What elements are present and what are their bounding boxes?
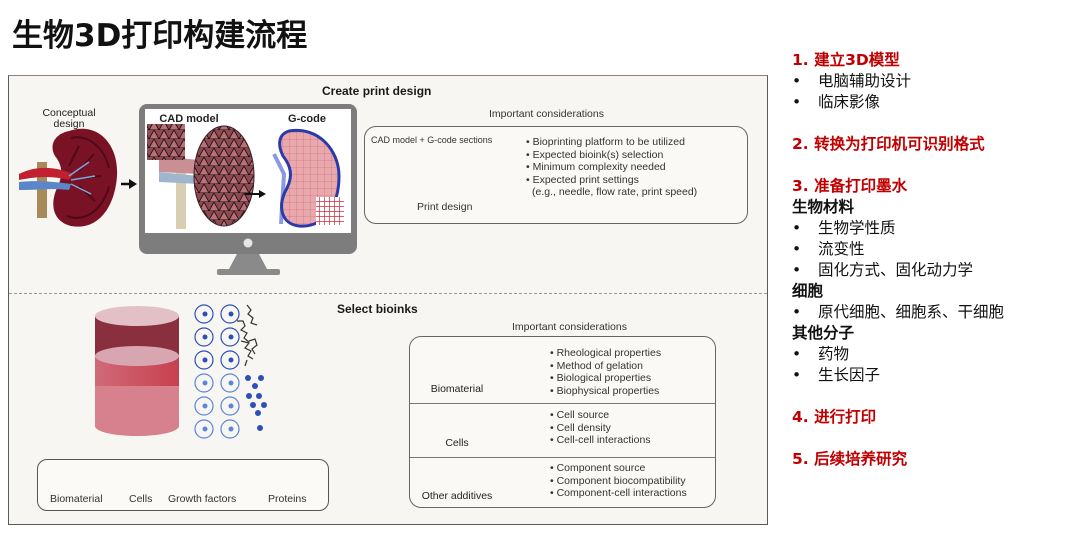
consideration-item: • Expected print settings [526, 173, 639, 186]
growth-factors-illustration [245, 375, 267, 431]
cell-icon [220, 327, 240, 347]
bioink-considerations-title: Important considerations [512, 321, 627, 333]
cell-icon [220, 373, 240, 393]
legend-growth-factors: Growth factors [168, 493, 237, 505]
cell-nucleus [202, 380, 208, 386]
consideration-item: • Cell source [550, 409, 610, 421]
biomaterial-considerations: • Rheological properties • Method of gel… [550, 347, 661, 397]
step-heading: 5. 后续培养研究 [792, 450, 908, 468]
bioink-cylinder-illustration [95, 306, 179, 436]
figure-svg [19, 104, 497, 497]
spacer [792, 155, 1080, 176]
conceptual-kidney-illustration [19, 128, 118, 227]
cell-nucleus [202, 311, 208, 317]
consideration-item: • Biological properties [550, 372, 652, 384]
cell-icon [194, 350, 214, 370]
cells-illustration [194, 304, 240, 439]
cell-icon [220, 350, 240, 370]
cell-nucleus [202, 357, 208, 363]
spacer [792, 386, 1080, 407]
step-heading: 4. 进行打印 [792, 408, 877, 426]
print-considerations-box: CAD model + G-code sections Print design… [364, 126, 748, 224]
consideration-item: (e.g., needle, flow rate, print speed) [532, 186, 698, 198]
cell-nucleus [228, 403, 234, 409]
step-heading: 3. 准备打印墨水 [792, 177, 908, 195]
bullet-item: 流变性 [792, 239, 1080, 260]
subheading: 生物材料 [792, 198, 855, 216]
cell-nucleus [228, 380, 234, 386]
process-steps-panel: 1. 建立3D模型电脑辅助设计临床影像 2. 转换为打印机可识别格式 3. 准备打印… [792, 50, 1080, 470]
cell-icon [194, 373, 214, 393]
bullet-item: 电脑辅助设计 [792, 71, 1080, 92]
legend-cells: Cells [129, 493, 153, 505]
table-row-divider [410, 457, 715, 458]
select-bioinks-title: Select bioinks [337, 302, 418, 316]
legend-biomaterial: Biomaterial [50, 493, 103, 505]
consideration-item: • Expected bioink(s) selection [526, 148, 664, 161]
cell-nucleus [202, 426, 208, 432]
consideration-item: • Component biocompatibility [550, 474, 686, 487]
step-heading: 2. 转换为打印机可识别格式 [792, 135, 985, 153]
bioink-considerations-table: Biomaterial • Rheological properties • M… [409, 336, 716, 508]
cell-icon [194, 304, 214, 324]
conceptual-design-label: Conceptual design [42, 107, 96, 130]
cell-icon [220, 396, 240, 416]
print-considerations-list: • Bioprinting platform to be utilized • … [526, 136, 697, 199]
subheading: 其他分子 [792, 324, 855, 342]
cell-nucleus [228, 426, 234, 432]
cell-nucleus [228, 334, 234, 340]
create-print-design-title: Create print design [322, 84, 432, 98]
monitor-illustration [139, 104, 357, 275]
cell-icon [220, 419, 240, 439]
gcode-label: G-code [288, 113, 326, 125]
cell-icon [194, 419, 214, 439]
consideration-item: • Component-cell interactions [550, 487, 687, 499]
sections-caption: CAD model + G-code sections [371, 135, 493, 145]
print-design-label: Print design [417, 201, 473, 213]
section-divider [9, 293, 767, 294]
cell-icon [194, 327, 214, 347]
cell-nucleus [228, 311, 234, 317]
consideration-item: • Component source [550, 462, 646, 474]
consideration-item: • Method of gelation [550, 359, 643, 372]
legend-proteins: Proteins [268, 493, 307, 505]
cell-nucleus [202, 334, 208, 340]
cell-icon [220, 304, 240, 324]
bullet-item: 生长因子 [792, 365, 1080, 386]
bioink-legend: Biomaterial Cells Growth factors Protein… [37, 459, 329, 511]
cell-nucleus [202, 403, 208, 409]
consideration-item: • Biophysical properties [550, 384, 660, 397]
consideration-item: • Cell-cell interactions [550, 434, 651, 446]
bullet-item: 生物学性质 [792, 218, 1080, 239]
page-title: 生物3D打印构建流程 [12, 18, 308, 54]
consideration-item: • Rheological properties [550, 347, 662, 359]
consideration-item: • Minimum complexity needed [526, 161, 666, 173]
row-label-other-additives: Other additives [421, 490, 493, 502]
print-considerations-title: Important considerations [489, 108, 604, 120]
table-row-divider [410, 403, 715, 404]
step-heading: 1. 建立3D模型 [792, 51, 900, 69]
bioprinting-figure: Create print design Conceptual design CA… [8, 75, 768, 525]
bullet-item: 药物 [792, 344, 1080, 365]
proteins-illustration [237, 304, 258, 367]
cell-nucleus [228, 357, 234, 363]
consideration-item: • Bioprinting platform to be utilized [526, 136, 685, 148]
subheading: 细胞 [792, 282, 824, 300]
spacer [792, 113, 1080, 134]
additives-considerations: • Component source • Component biocompat… [550, 462, 687, 500]
bullet-item: 原代细胞、细胞系、干细胞 [792, 302, 1080, 323]
row-label-biomaterial: Biomaterial [430, 383, 484, 395]
bullet-item: 临床影像 [792, 92, 1080, 113]
consideration-item: • Cell density [550, 421, 611, 434]
cells-considerations: • Cell source • Cell density • Cell-cell… [550, 409, 651, 447]
cell-icon [194, 396, 214, 416]
spacer [792, 428, 1080, 449]
bullet-item: 固化方式、固化动力学 [792, 260, 1080, 281]
cad-model-label: CAD model [159, 113, 219, 125]
row-label-cells: Cells [445, 437, 469, 449]
